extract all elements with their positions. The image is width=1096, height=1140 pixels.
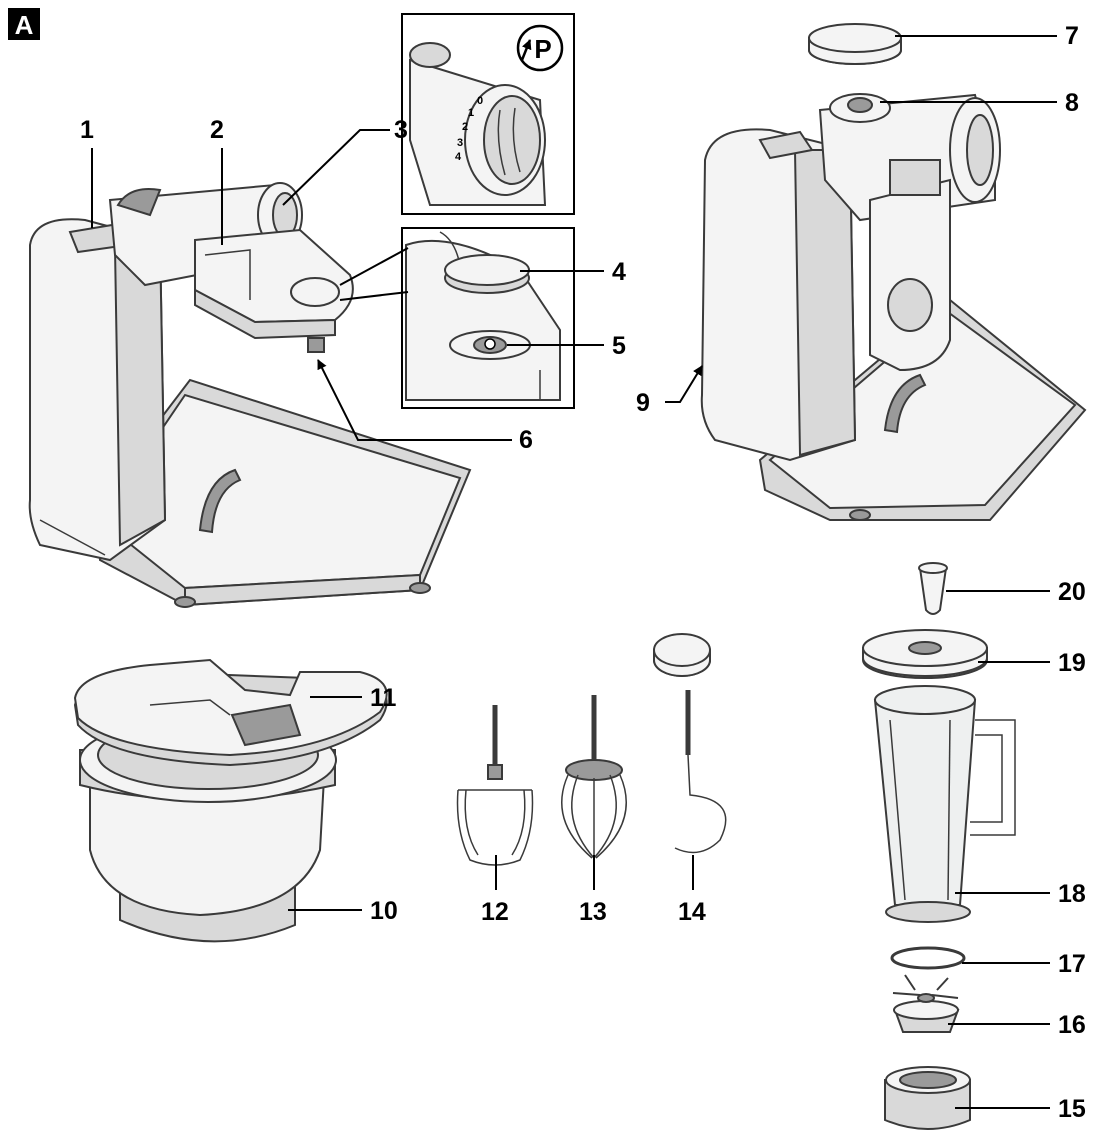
- callout-10: 10: [370, 897, 398, 925]
- part-20-funnel: [918, 562, 948, 615]
- svg-text:2: 2: [462, 121, 468, 133]
- svg-text:3: 3: [457, 137, 463, 149]
- svg-text:0: 0: [477, 95, 483, 107]
- leader-lines: [91, 35, 1057, 1109]
- part-7-cover-cap: [808, 23, 902, 65]
- part-19-blender-lid: [862, 629, 988, 679]
- inset-dial-detail: 4 3 2 1 0 P: [401, 13, 575, 215]
- callout-6: 6: [519, 426, 533, 454]
- mixer-front-view: [28, 182, 472, 608]
- callout-9: 9: [636, 389, 650, 417]
- figure-badge: A: [8, 8, 40, 40]
- part-18-blender-jug: [873, 685, 1016, 923]
- callout-8: 8: [1065, 89, 1079, 117]
- callout-3: 3: [394, 116, 408, 144]
- callout-11: 11: [370, 684, 397, 712]
- callout-17: 17: [1058, 950, 1086, 978]
- callout-labels: 1 2 3 4 5 6 7 8 9 10 11 12 13 14 15 16 1…: [80, 22, 1086, 1123]
- part-15-screw-ring: [884, 1066, 971, 1130]
- part-12-beater: [456, 705, 534, 866]
- dial-scale: 4 3 2 1 0: [455, 95, 483, 163]
- callout-12: 12: [481, 898, 509, 926]
- zoom-line-lower: [339, 291, 409, 301]
- callout-2: 2: [210, 116, 224, 144]
- callout-5: 5: [612, 332, 626, 360]
- svg-text:1: 1: [468, 107, 474, 119]
- callout-18: 18: [1058, 880, 1086, 908]
- inset-drive-detail: [401, 227, 575, 409]
- zoom-line-upper: [339, 247, 409, 286]
- callout-1: 1: [80, 116, 94, 144]
- callout-7: 7: [1065, 22, 1079, 50]
- callout-20: 20: [1058, 578, 1086, 606]
- part-16-blade-insert: [892, 974, 960, 1033]
- part-14-dough-hook: [653, 633, 727, 854]
- callout-13: 13: [579, 898, 607, 926]
- part-13-whisk: [561, 695, 627, 859]
- callout-14: 14: [678, 898, 706, 926]
- callout-19: 19: [1058, 649, 1086, 677]
- mixer-rear-view: [700, 93, 1087, 521]
- part-17-sealing-ring: [890, 946, 966, 970]
- svg-text:P: P: [534, 34, 551, 64]
- pulse-symbol-icon: P: [516, 24, 564, 72]
- svg-text:A: A: [15, 10, 34, 40]
- callout-16: 16: [1058, 1011, 1086, 1039]
- mixing-bowl-with-lid: [73, 658, 388, 943]
- callout-15: 15: [1058, 1095, 1086, 1123]
- svg-text:4: 4: [455, 151, 462, 163]
- callout-4: 4: [612, 258, 626, 286]
